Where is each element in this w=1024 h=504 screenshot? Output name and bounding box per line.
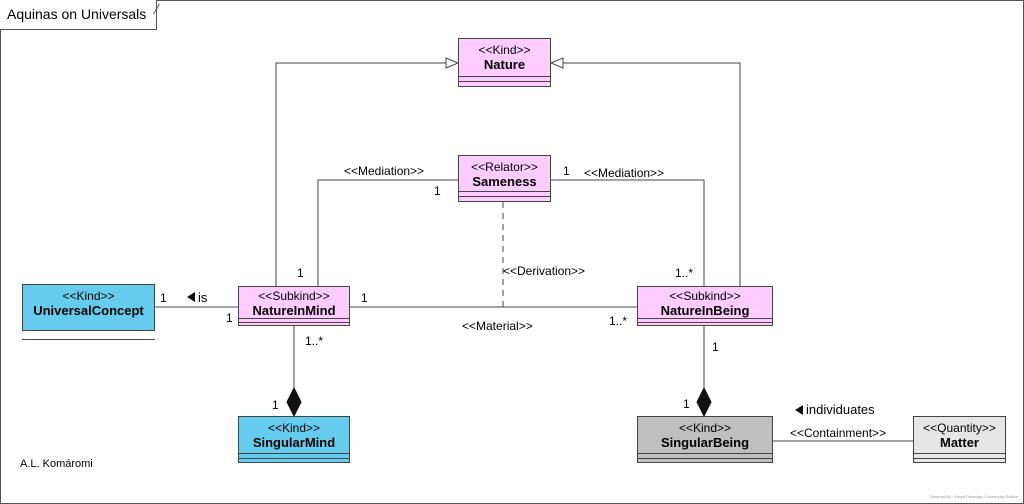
natureinbeing-stereotype: <<Subkind>>	[669, 289, 741, 303]
mult-natureinmind-material: 1	[361, 291, 368, 305]
class-singularbeing[interactable]: <<Kind>> SingularBeing	[637, 416, 773, 463]
containment-label: <<Containment>>	[790, 426, 887, 440]
is-label: is	[198, 290, 208, 305]
mult-universalconcept-is: 1	[160, 291, 167, 305]
class-matter[interactable]: <<Quantity>> Matter	[913, 416, 1006, 463]
material-label: <<Material>>	[462, 319, 533, 333]
mult-singularbeing-part: 1	[683, 397, 690, 411]
mult-natureinbeing-mediation: 1..*	[675, 266, 694, 280]
generalization-arrowhead-right	[549, 57, 564, 69]
universalconcept-name: UniversalConcept	[33, 303, 144, 318]
diagram-title: Aquinas on Universals	[0, 0, 158, 30]
derivation-label: <<Derivation>>	[503, 264, 586, 278]
natureinbeing-compartment-divider	[638, 318, 772, 319]
generalization-natureinbeing-nature[interactable]	[553, 62, 741, 286]
footer-credit: Powered By : Visual Paradigm Community E…	[929, 494, 1018, 499]
composition-diamond-right	[696, 386, 712, 418]
sameness-stereotype: <<Relator>>	[471, 160, 538, 174]
sameness-name: Sameness	[472, 174, 537, 189]
matter-compartment-divider-2	[914, 458, 1005, 459]
matter-name: Matter	[939, 435, 979, 450]
nature-name: Nature	[483, 57, 526, 72]
nature-stereotype: <<Kind>>	[478, 43, 531, 57]
natureinmind-compartment-divider	[239, 318, 349, 319]
singularbeing-stereotype: <<Kind>>	[678, 421, 732, 435]
class-natureinmind[interactable]: <<Subkind>> NatureInMind	[238, 286, 350, 326]
generalization-natureinmind-nature[interactable]	[275, 62, 456, 286]
composition-diamond-left	[286, 386, 302, 418]
class-nature[interactable]: <<Kind>> Nature	[458, 38, 551, 87]
mult-sameness-right: 1	[563, 164, 570, 178]
author-credit: A.L. Komáromi	[20, 458, 93, 470]
mediation-sameness-natureinbeing[interactable]	[551, 179, 705, 286]
mult-natureinmind-whole: 1..*	[305, 334, 324, 348]
natureinmind-compartment-divider-2	[239, 322, 349, 323]
class-sameness[interactable]: <<Relator>> Sameness	[458, 155, 551, 202]
individuates-direction-arrow	[795, 405, 803, 415]
singularmind-name: SingularMind	[252, 435, 336, 450]
mult-natureinmind-mediation: 1	[297, 266, 304, 280]
matter-compartment-divider	[914, 453, 1005, 454]
class-universalconcept[interactable]: <<Kind>> UniversalConcept	[22, 284, 155, 331]
is-direction-arrow	[187, 292, 195, 302]
class-singularmind[interactable]: <<Kind>> SingularMind	[238, 416, 350, 463]
sameness-compartment-divider-2	[459, 196, 550, 197]
class-natureinbeing[interactable]: <<Subkind>> NatureInBeing	[637, 286, 773, 326]
singularmind-stereotype: <<Kind>>	[267, 421, 321, 435]
mediation-right-label: <<Mediation>>	[584, 166, 665, 180]
singularbeing-compartment-divider-2	[638, 458, 772, 459]
mediation-left-label: <<Mediation>>	[344, 164, 425, 178]
mult-sameness-left: 1	[434, 184, 441, 198]
nature-compartment-divider	[459, 76, 550, 77]
singularbeing-compartment-divider	[638, 453, 772, 454]
singularmind-compartment-divider-2	[239, 458, 349, 459]
universalconcept-underline	[22, 339, 155, 340]
natureinmind-name: NatureInMind	[252, 303, 336, 318]
singularbeing-name: SingularBeing	[660, 435, 750, 450]
natureinmind-stereotype: <<Subkind>>	[258, 289, 330, 303]
individuates-label: individuates	[806, 402, 875, 417]
mult-natureinbeing-whole: 1	[712, 340, 719, 354]
mult-singularmind-part: 1	[272, 398, 279, 412]
singularmind-compartment-divider	[239, 453, 349, 454]
nature-compartment-divider-2	[459, 81, 550, 82]
natureinbeing-name: NatureInBeing	[660, 303, 750, 318]
sameness-compartment-divider	[459, 191, 550, 192]
natureinbeing-compartment-divider-2	[638, 322, 772, 323]
mult-natureinbeing-material: 1..*	[609, 314, 628, 328]
mediation-sameness-natureinmind[interactable]	[317, 179, 458, 286]
mult-natureinmind-is: 1	[226, 311, 233, 325]
generalization-arrowhead-left	[445, 57, 460, 69]
matter-stereotype: <<Quantity>>	[923, 421, 996, 435]
universalconcept-stereotype: <<Kind>>	[62, 289, 115, 303]
